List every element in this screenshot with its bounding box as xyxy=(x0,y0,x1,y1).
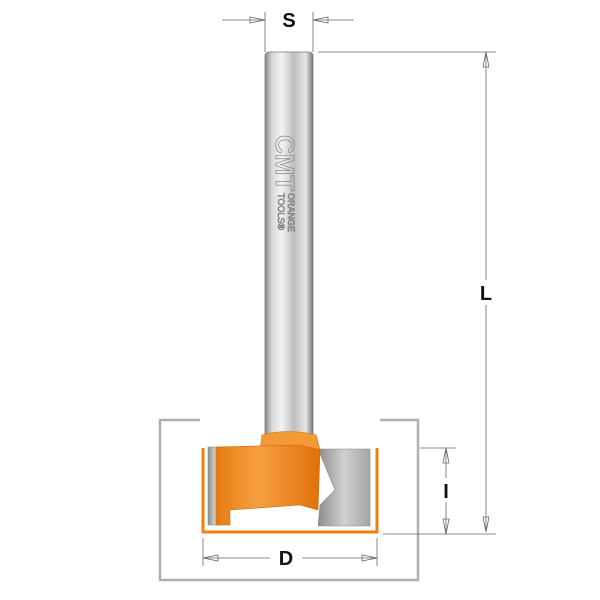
cutter-body xyxy=(215,444,321,526)
logo-brand: CMT xyxy=(270,135,300,191)
cut-profile xyxy=(201,448,379,534)
cmt-logo: CMT ORANGE TOOLS® xyxy=(270,135,301,233)
dimension-lines xyxy=(202,12,496,566)
label-d: D xyxy=(279,548,293,570)
label-l: L xyxy=(480,283,492,305)
label-s: S xyxy=(282,10,295,32)
logo-line2: TOOLS® xyxy=(276,193,286,230)
cutter-gap xyxy=(260,510,318,528)
shank xyxy=(264,51,314,443)
carbide-right xyxy=(317,448,371,527)
label-i: I xyxy=(443,481,449,503)
logo-line1: ORANGE xyxy=(286,193,296,232)
workpiece-outline xyxy=(158,418,420,582)
